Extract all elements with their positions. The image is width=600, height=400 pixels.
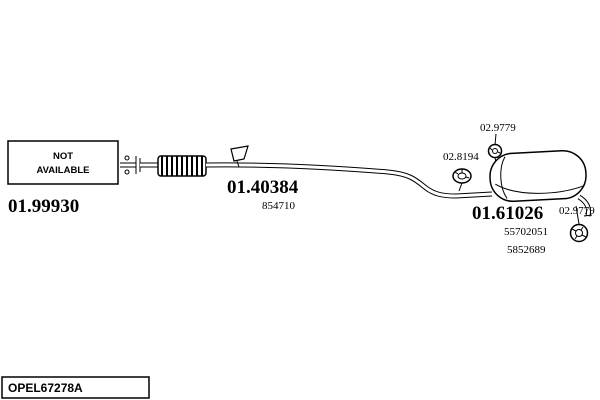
mounting-bracket-icon [230,145,249,168]
oe-ref-middle: 854710 [262,200,296,212]
flex-pipe-section [157,155,207,177]
middle-pipe [205,162,493,199]
rear-muffler [489,149,587,203]
footer-border [1,376,150,399]
not-available-border [7,140,119,185]
part-number-rear: 01.61026 [472,203,543,224]
part-number-front: 01.99930 [8,196,79,217]
front-flange [120,155,158,175]
hanger-top-icon [487,133,503,163]
not-available-line2: AVAILABLE [37,165,90,176]
flange-bolt-icon [124,155,130,161]
oe-ref-rear-1: 55702051 [504,226,548,238]
gasket-icon [452,168,472,192]
oe-ref-rear-2: 5852689 [507,244,546,256]
not-available-box: NOT AVAILABLE [7,140,119,185]
footer-code-box: OPEL67278A [1,376,150,399]
tailpipe [577,194,593,217]
part-number-gasket: 02.8194 [443,151,479,163]
not-available-line1: NOT [53,151,73,162]
hanger-rear-icon [569,205,589,243]
part-number-hanger-top: 02.9779 [480,122,516,134]
part-number-middle: 01.40384 [227,177,299,198]
footer-code: OPEL67278A [8,381,83,395]
flange-bolt-icon [124,169,130,175]
